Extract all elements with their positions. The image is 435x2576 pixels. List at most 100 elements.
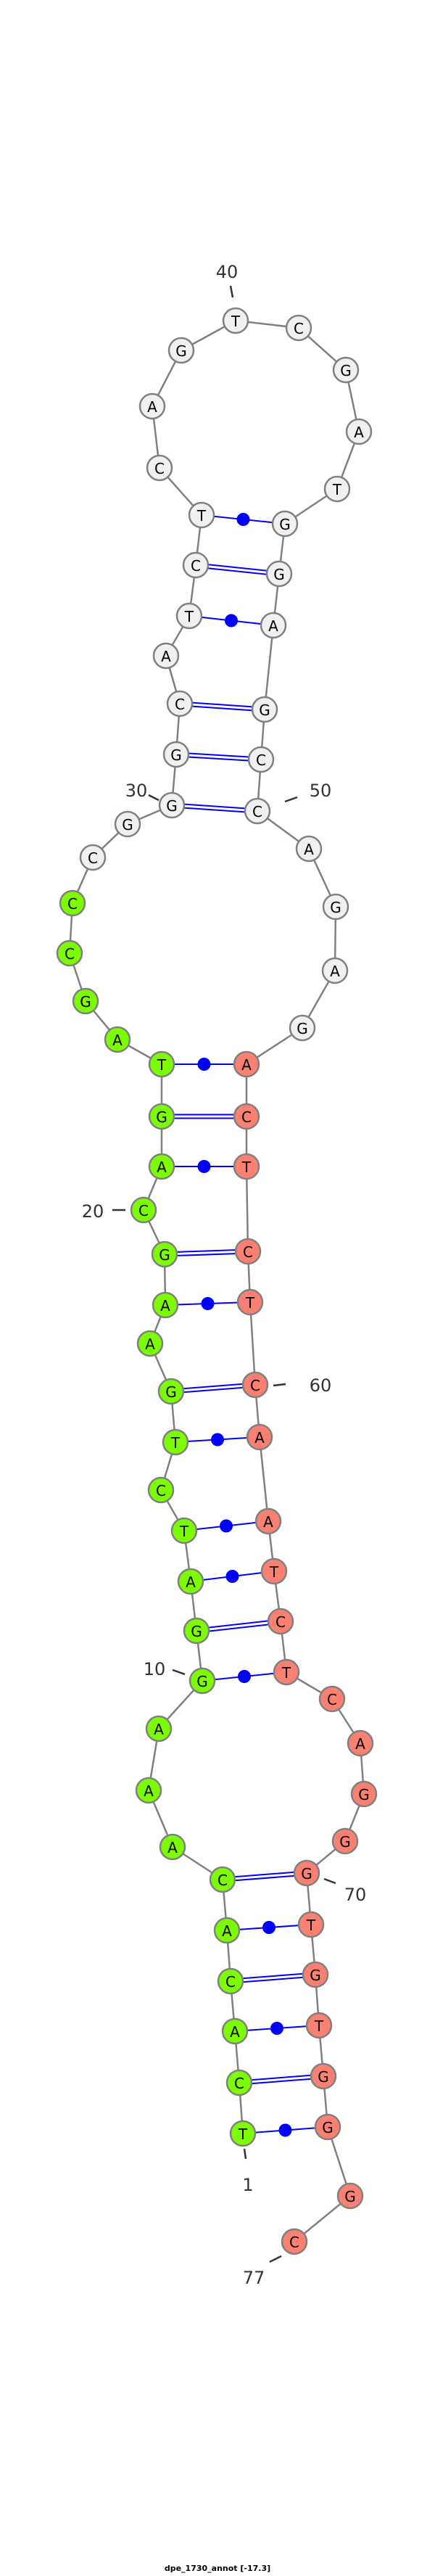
nucleotide-circle: [213, 1917, 241, 1944]
gc-pair-bond: [175, 755, 261, 762]
nucleotide-letter: G: [80, 993, 91, 1011]
nucleotide-66: C: [318, 1685, 346, 1713]
nucleotide-circle: [247, 746, 275, 773]
nucleotide-40: T: [222, 307, 249, 334]
nucleotide-53: A: [321, 957, 349, 984]
pair-dot: [225, 1570, 239, 1583]
nucleotide-55: A: [233, 1050, 260, 1078]
nucleotide-letter: C: [175, 696, 185, 713]
nucleotide-circle: [138, 392, 166, 420]
nucleotide-circle: [162, 741, 190, 768]
nucleotide-circle: [347, 1729, 374, 1757]
nucleotide-27: C: [59, 889, 86, 917]
nucleotide-circle: [233, 1153, 260, 1180]
nucleotide-73: T: [305, 2012, 333, 2039]
nucleotide-letter: G: [122, 816, 133, 834]
nucleotide-33: A: [152, 642, 180, 670]
nucleotide-letter: G: [196, 1673, 208, 1690]
pair-dot: [197, 1160, 211, 1173]
nucleotide-letter: C: [65, 945, 75, 963]
nucleotide-letter: A: [112, 1032, 123, 1049]
nucleotide-letter: G: [191, 1623, 202, 1640]
nucleotide-76: G: [336, 2182, 364, 2210]
nucleotide-circle: [177, 1568, 204, 1595]
nucleotide-circle: [305, 2012, 333, 2039]
nucleotide-letter: T: [332, 481, 342, 498]
nucleotide-circle: [79, 844, 107, 871]
nucleotide-circle: [209, 1866, 236, 1893]
nucleotide-34: T: [175, 602, 203, 630]
nucleotide-13: T: [170, 1517, 198, 1544]
gc-pair-bond: [222, 1870, 307, 1879]
position-tick: [243, 2148, 247, 2160]
nucleotide-circle: [289, 1014, 316, 1042]
gc-pair-bond: [223, 1874, 307, 1882]
nucleotide-31: G: [162, 741, 190, 768]
nucleotide-24: A: [104, 1026, 131, 1053]
nucleotide-circle: [59, 889, 86, 917]
nucleotide-letter: G: [175, 342, 187, 360]
nucleotide-circle: [233, 1050, 260, 1078]
nucleotide-letter: C: [191, 557, 201, 575]
nucleotide-17: A: [136, 1330, 164, 1357]
nucleotide-letter: C: [252, 803, 262, 820]
position-label: 1: [242, 2175, 253, 2195]
nucleotide-letter: T: [179, 1523, 189, 1540]
nucleotide-44: T: [323, 475, 351, 503]
nucleotide-60: C: [241, 1371, 269, 1399]
nucleotide-4: C: [217, 1967, 244, 1995]
nucleotide-letter: C: [88, 849, 98, 867]
nucleotide-letter: G: [165, 1383, 177, 1401]
nucleotide-circle: [167, 337, 195, 364]
nucleotide-48: G: [251, 696, 278, 723]
nucleotide-letter: G: [166, 797, 178, 815]
nucleotide-20: C: [130, 1196, 157, 1224]
nucleotide-letter: C: [154, 460, 165, 477]
nucleotide-circle: [222, 307, 249, 334]
nucleotide-circle: [260, 612, 287, 639]
nucleotide-59: T: [236, 1288, 264, 1316]
nucleotide-letter: G: [318, 2068, 329, 2086]
position-tick: [148, 794, 160, 802]
pair-dot: [225, 614, 238, 627]
nucleotide-letter: A: [241, 1056, 252, 1074]
nucleotide-circle: [265, 560, 293, 588]
nucleotide-circle: [331, 1827, 359, 1855]
nucleotide-circle: [147, 1476, 175, 1504]
nucleotide-23: T: [148, 1050, 175, 1078]
nucleotide-circle: [281, 2228, 308, 2255]
nucleotide-letter: C: [289, 2234, 299, 2251]
nucleotide-49: C: [247, 746, 275, 773]
nucleotide-9: A: [145, 1715, 173, 1742]
nucleotide-circle: [159, 1833, 186, 1861]
nucleotide-67: A: [347, 1729, 374, 1757]
nucleotide-circle: [321, 957, 349, 984]
nucleotide-28: C: [79, 844, 107, 871]
nucleotide-letter: T: [281, 1664, 291, 1682]
nucleotide-circle: [135, 1777, 162, 1804]
gc-pair-bond: [239, 2077, 324, 2086]
nucleotide-letter: C: [156, 1482, 166, 1499]
nucleotide-circle: [271, 510, 299, 538]
nucleotide-12: A: [177, 1568, 204, 1595]
gc-pair-bond: [231, 1975, 316, 1984]
pair-dot: [211, 1433, 224, 1447]
nucleotide-7: A: [159, 1833, 186, 1861]
gc-pair-bond: [180, 701, 265, 709]
nucleotide-letter: T: [157, 1056, 167, 1074]
nucleotide-16: G: [157, 1378, 185, 1405]
position-tick: [172, 1668, 186, 1676]
nucleotide-circle: [175, 602, 203, 630]
nucleotide-58: C: [234, 1238, 262, 1265]
nucleotide-39: G: [167, 337, 195, 364]
nucleotide-letter: A: [330, 963, 340, 980]
nucleotide-letter: G: [310, 1967, 321, 1984]
nucleotide-letter: G: [273, 566, 285, 583]
nucleotide-circle: [152, 1291, 179, 1319]
nucleotide-letter: G: [297, 1020, 308, 1037]
nucleotide-circle: [56, 939, 83, 967]
nucleotide-8: A: [135, 1777, 162, 1804]
nucleotide-letter: T: [314, 2017, 324, 2035]
backbone-segment: [249, 1301, 257, 1386]
